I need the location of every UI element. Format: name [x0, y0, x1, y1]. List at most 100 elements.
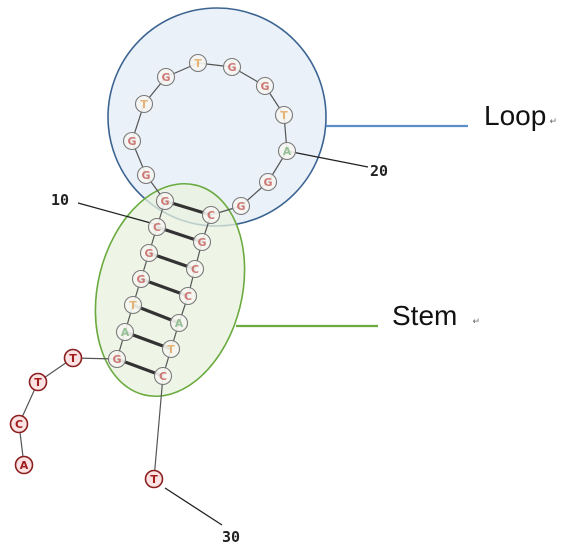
- nucleotide-circle: [147, 217, 167, 237]
- nucleotide-circle: [156, 67, 176, 87]
- nucleotide-base-letter: C: [207, 209, 215, 222]
- nucleotide-circle: [222, 57, 242, 77]
- nucleotide-c26: C: [178, 286, 198, 306]
- nucleotide-base-letter: T: [69, 352, 77, 365]
- nucleotide-base-letter: A: [283, 145, 292, 158]
- backbone-segment: [153, 375, 164, 480]
- nucleotide-circle: [134, 94, 154, 114]
- nucleotide-base-letter: G: [144, 247, 153, 260]
- nucleotide-a20: A: [277, 141, 297, 161]
- nucleotide-c10: C: [147, 217, 167, 237]
- nucleotide-t16: T: [188, 53, 208, 73]
- nucleotide-base-letter: G: [260, 80, 269, 93]
- nucleotide-t14: T: [134, 94, 154, 114]
- position-10-label: 10: [51, 191, 69, 209]
- nucleotide-base-letter: T: [167, 343, 175, 356]
- nucleotide-g12: G: [136, 165, 156, 185]
- nucleotide-c2: C: [9, 414, 29, 434]
- nucleotide-circle: [155, 191, 175, 211]
- nucleotide-base-letter: A: [175, 317, 184, 330]
- nucleotide-circle: [277, 141, 297, 161]
- nucleotide-t28: T: [161, 339, 181, 359]
- nucleotide-base-letter: C: [159, 370, 167, 383]
- nucleotide-base-letter: A: [20, 459, 29, 472]
- nucleotide-g22: G: [231, 196, 251, 216]
- nucleotide-base-letter: G: [197, 236, 206, 249]
- nucleotide-circle: [231, 196, 251, 216]
- nucleotide-g15: G: [156, 67, 176, 87]
- nucleotide-base-letter: G: [160, 195, 169, 208]
- nucleotide-circle: [153, 366, 173, 386]
- nucleotide-t4: T: [63, 348, 83, 368]
- nucleotide-circle: [274, 105, 294, 125]
- nucleotide-t3: T: [28, 372, 48, 392]
- nucleotide-g9: G: [139, 243, 159, 263]
- nucleotide-circle: [178, 286, 198, 306]
- nucleotide-circle: [255, 76, 275, 96]
- nucleotide-base-letter: C: [191, 263, 199, 276]
- nucleotide-circle: [136, 165, 156, 185]
- nucleotide-t19: T: [274, 105, 294, 125]
- nucleotide-t7: T: [123, 295, 143, 315]
- nucleotide-base-letter: C: [15, 418, 23, 431]
- nucleotide-g21: G: [258, 172, 278, 192]
- nucleotide-base-letter: T: [129, 299, 137, 312]
- nucleotide-a27: A: [169, 313, 189, 333]
- position-20-label: 20: [370, 162, 388, 180]
- nucleotide-circle: [28, 372, 48, 392]
- nucleotide-circle: [63, 348, 83, 368]
- nucleotide-circle: [258, 172, 278, 192]
- nucleotide-base-letter: G: [236, 200, 245, 213]
- nucleotide-base-letter: G: [136, 273, 145, 286]
- nucleotide-circle: [131, 269, 151, 289]
- loop-label-mark: ↵: [549, 117, 557, 127]
- position-10-leader: [77, 202, 159, 226]
- nucleotide-circle: [201, 205, 221, 225]
- nucleotide-base-letter: G: [161, 71, 170, 84]
- nucleotide-circle: [14, 455, 34, 475]
- nucleotide-circle: [115, 322, 135, 342]
- nucleotide-g24: G: [192, 232, 212, 252]
- nucleotide-base-letter: G: [141, 169, 150, 182]
- nucleotide-base-letter: G: [127, 135, 136, 148]
- nucleotide-circle: [144, 469, 164, 489]
- loop-label: Loop: [484, 100, 546, 131]
- nucleotide-a1: A: [14, 455, 34, 475]
- nucleotide-base-letter: C: [153, 221, 161, 234]
- nucleotide-circle: [188, 53, 208, 73]
- nucleotide-circle: [107, 349, 127, 369]
- nucleotide-base-letter: T: [140, 98, 148, 111]
- nucleotide-base-letter: G: [227, 61, 236, 74]
- nucleotide-a6: A: [115, 322, 135, 342]
- nucleotide-circle: [122, 131, 142, 151]
- nucleotide-g11: G: [155, 191, 175, 211]
- nucleotide-base-letter: T: [34, 376, 42, 389]
- nucleotide-g5: G: [107, 349, 127, 369]
- nucleotide-circle: [139, 243, 159, 263]
- nucleotide-t30: T: [144, 469, 164, 489]
- stem-label-mark: ↵: [472, 317, 480, 327]
- nucleotide-base-letter: T: [150, 473, 158, 486]
- nucleotide-circle: [192, 232, 212, 252]
- position-30-leader: [164, 487, 223, 526]
- nucleotide-circle: [169, 313, 189, 333]
- nucleotide-base-letter: G: [112, 353, 121, 366]
- nucleotide-circle: [185, 259, 205, 279]
- nucleotide-g18: G: [255, 76, 275, 96]
- nucleotide-base-letter: G: [263, 176, 272, 189]
- loop-region-circle: [107, 7, 327, 227]
- nucleotide-c25: C: [185, 259, 205, 279]
- nucleotide-base-letter: A: [121, 326, 130, 339]
- nucleotide-circle: [161, 339, 181, 359]
- stem-label: Stem: [392, 300, 457, 331]
- nucleotide-c23: C: [201, 205, 221, 225]
- nucleotide-circle: [123, 295, 143, 315]
- nucleotide-base-letter: C: [184, 290, 192, 303]
- nucleotide-g8: G: [131, 269, 151, 289]
- position-30-label: 30: [222, 528, 240, 546]
- position-20-leader: [286, 150, 369, 168]
- nucleotide-circle: [9, 414, 29, 434]
